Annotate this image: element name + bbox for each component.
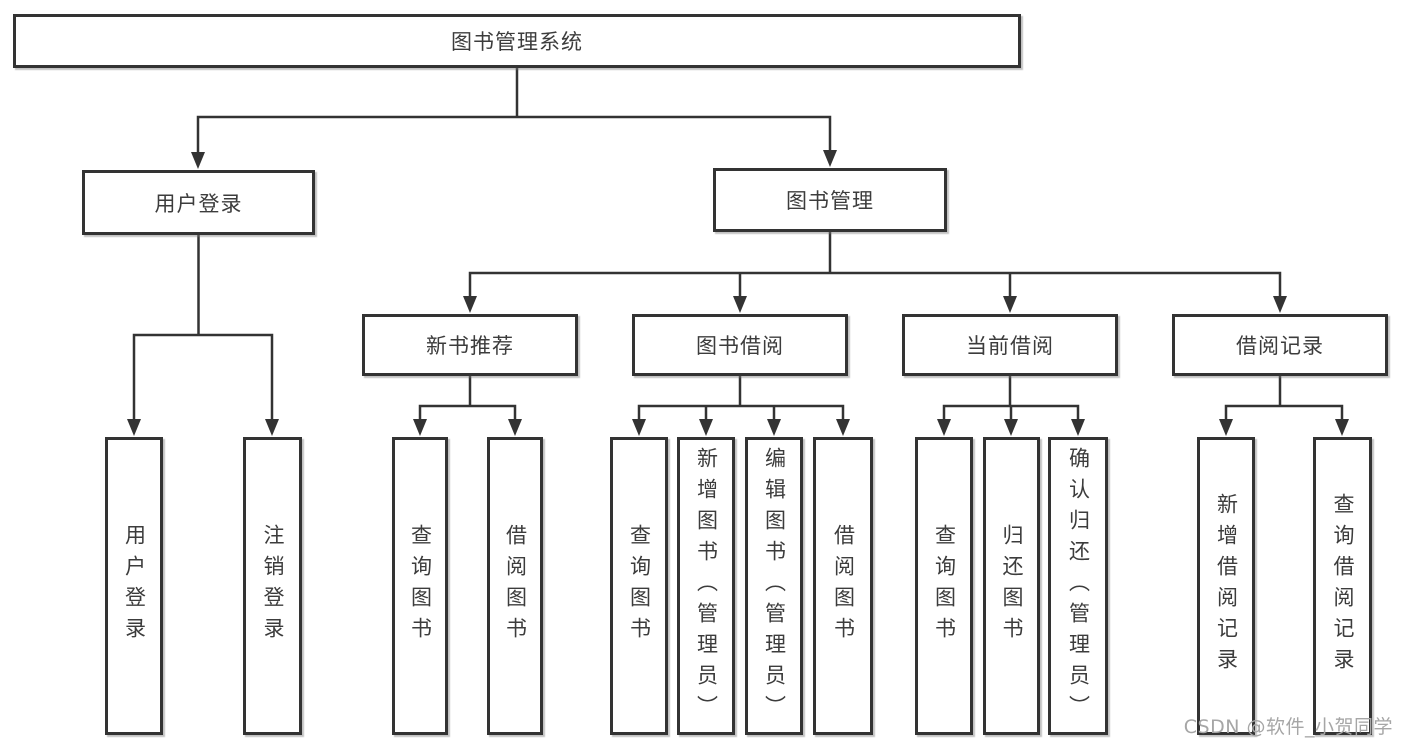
node-records: 借阅记录	[1172, 314, 1388, 376]
arrowhead-icon	[1071, 419, 1085, 436]
arrowhead-icon	[767, 419, 781, 436]
node-leaf-cur-confirm: 确认归还（管理员）	[1048, 437, 1108, 735]
arrowhead-icon	[733, 296, 747, 313]
connector	[942, 374, 1080, 423]
connector	[132, 233, 274, 423]
arrowhead-icon	[1003, 296, 1017, 313]
node-leaf-bw-add: 新增图书（管理员）	[677, 437, 735, 735]
arrowhead-icon	[463, 296, 477, 313]
node-leaf-nb-borrow: 借阅图书	[487, 437, 543, 735]
node-newbook: 新书推荐	[362, 314, 578, 376]
arrowhead-icon	[127, 419, 141, 436]
arrowhead-icon	[699, 419, 713, 436]
node-leaf-user-login: 用户登录	[105, 437, 163, 735]
node-leaf-cur-query: 查询图书	[915, 437, 973, 735]
arrowhead-icon	[265, 419, 279, 436]
node-leaf-nb-query: 查询图书	[392, 437, 448, 735]
node-leaf-rec-add: 新增借阅记录	[1197, 437, 1255, 735]
connector	[637, 374, 845, 423]
watermark: CSDN @软件_小贺同学	[1183, 716, 1393, 738]
arrowhead-icon	[1273, 296, 1287, 313]
arrowhead-icon	[1004, 419, 1018, 436]
node-leaf-bw-query: 查询图书	[610, 437, 668, 735]
arrowhead-icon	[413, 419, 427, 436]
arrowhead-icon	[191, 152, 205, 169]
node-login: 用户登录	[82, 170, 315, 235]
connector	[196, 66, 832, 156]
arrowhead-icon	[823, 150, 837, 167]
arrowhead-icon	[508, 419, 522, 436]
node-leaf-logout: 注销登录	[243, 437, 302, 735]
arrowhead-icon	[836, 419, 850, 436]
arrowhead-icon	[1335, 419, 1349, 436]
connector	[468, 230, 1282, 300]
node-current: 当前借阅	[902, 314, 1118, 376]
node-borrow: 图书借阅	[632, 314, 848, 376]
node-mgmt: 图书管理	[713, 168, 947, 232]
arrowhead-icon	[1219, 419, 1233, 436]
connector	[418, 374, 517, 423]
node-leaf-bw-edit: 编辑图书（管理员）	[745, 437, 803, 735]
connector	[1224, 374, 1344, 423]
node-leaf-rec-query: 查询借阅记录	[1313, 437, 1372, 735]
node-leaf-bw-borrow: 借阅图书	[813, 437, 873, 735]
arrowhead-icon	[632, 419, 646, 436]
node-leaf-cur-return: 归还图书	[983, 437, 1040, 735]
arrowhead-icon	[937, 419, 951, 436]
node-root: 图书管理系统	[13, 14, 1021, 68]
